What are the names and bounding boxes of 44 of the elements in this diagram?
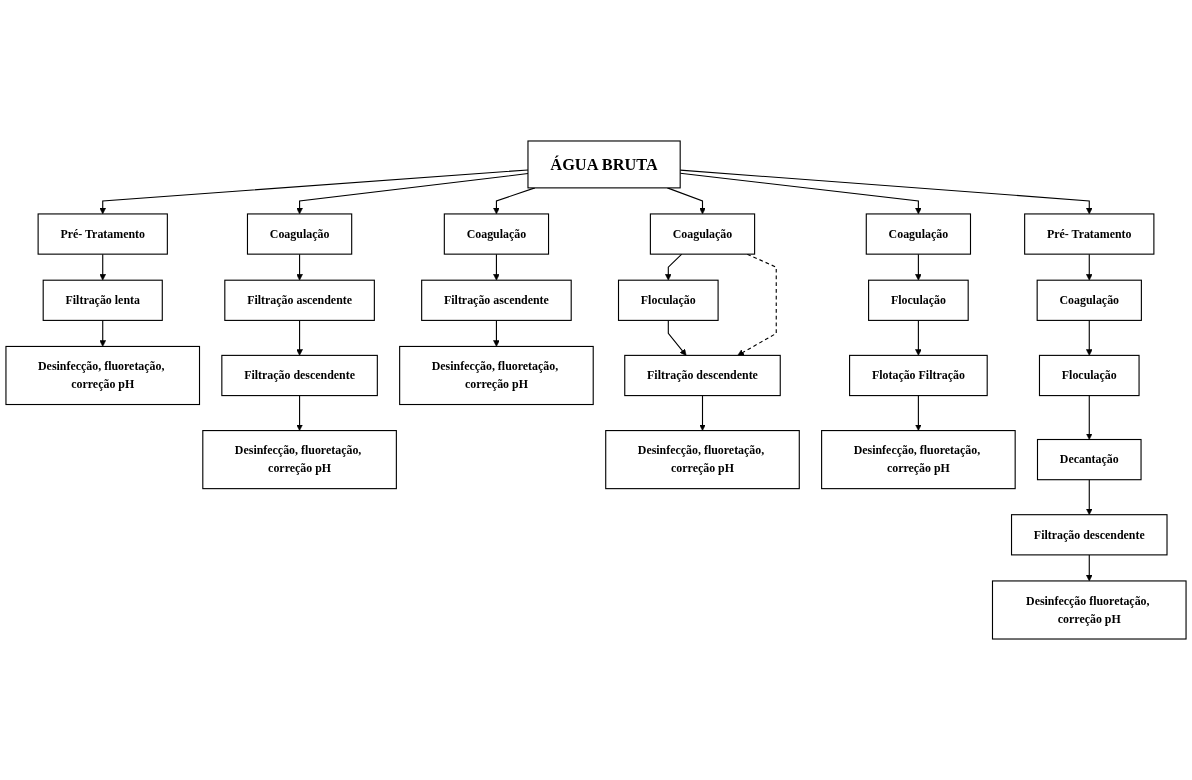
node-box: Filtração descendente xyxy=(1010,514,1168,556)
arrow xyxy=(915,395,922,431)
node-box: Desinfecção, fluoretação, correção pH xyxy=(5,345,201,406)
node-box: Filtração ascendente xyxy=(421,279,572,321)
node-box: Floculação xyxy=(868,279,969,321)
node-box: Filtração descendente xyxy=(221,354,378,397)
arrow xyxy=(699,395,706,431)
node-box: Filtração lenta xyxy=(42,279,163,321)
node-box: Decantação xyxy=(1036,438,1142,481)
node-box: Pré- Tratamento xyxy=(1024,213,1155,255)
node-box: Coagulação xyxy=(443,213,550,255)
node-box: ÁGUA BRUTA xyxy=(527,140,681,189)
arrow xyxy=(99,319,106,347)
arrow xyxy=(1086,479,1093,515)
node-box: Filtração ascendente xyxy=(224,279,375,321)
arrow xyxy=(1086,554,1093,582)
arrow xyxy=(296,319,303,356)
node-box: Pré- Tratamento xyxy=(37,213,168,255)
node-box: Desinfecção, fluoretação, correção pH xyxy=(605,430,800,490)
arrow xyxy=(1086,395,1093,440)
arrow xyxy=(915,319,922,356)
arrow xyxy=(1086,319,1093,356)
arrow xyxy=(915,253,922,281)
node-box: Floculação xyxy=(617,279,719,321)
node-box: Coagulação xyxy=(865,213,972,255)
arrow xyxy=(99,253,106,281)
arrow xyxy=(296,395,303,431)
node-box: Coagulação xyxy=(246,213,353,255)
node-box: Flotação Filtração xyxy=(849,354,988,397)
arrow xyxy=(737,253,777,356)
arrow xyxy=(493,253,500,281)
node-box: Floculação xyxy=(1038,354,1140,397)
node-box: Filtração descendente xyxy=(624,354,781,397)
node-box: Desinfecção, fluoretação, correção pH xyxy=(202,430,397,490)
node-box: Coagulação xyxy=(1036,279,1142,321)
arrow xyxy=(665,253,683,281)
arrow xyxy=(1086,253,1093,281)
arrow xyxy=(493,319,500,347)
node-box: Desinfecção, fluoretação, correção pH xyxy=(399,345,594,406)
arrow xyxy=(296,253,303,281)
node-box: Coagulação xyxy=(649,213,756,255)
node-box: Desinfecção fluoretação, correção pH xyxy=(991,580,1187,640)
node-box: Desinfecção, fluoretação, correção pH xyxy=(821,430,1016,490)
arrow xyxy=(667,319,687,356)
